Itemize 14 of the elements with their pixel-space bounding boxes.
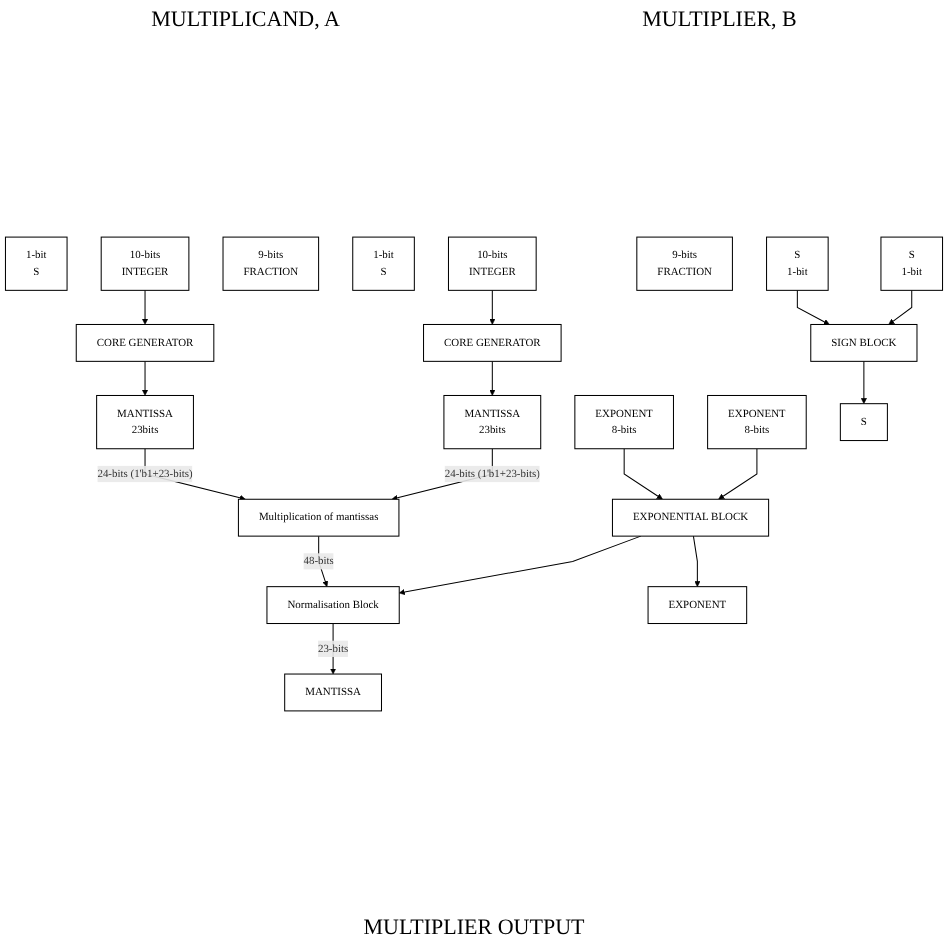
arrow	[142, 289, 149, 325]
arrow	[860, 360, 867, 404]
arrow	[692, 535, 701, 587]
arrow	[796, 289, 830, 325]
arrow	[398, 535, 642, 595]
arrow	[142, 360, 149, 396]
arrow	[489, 289, 496, 325]
caption-text: MULTIPLIER, B	[642, 8, 797, 32]
arrow	[489, 360, 496, 396]
caption-text: MULTIPLIER OUTPUT	[363, 916, 585, 940]
caption-text: MULTIPLICAND, A	[151, 8, 340, 32]
arrow	[888, 289, 913, 325]
arrow	[623, 448, 663, 500]
arrow	[718, 448, 758, 500]
